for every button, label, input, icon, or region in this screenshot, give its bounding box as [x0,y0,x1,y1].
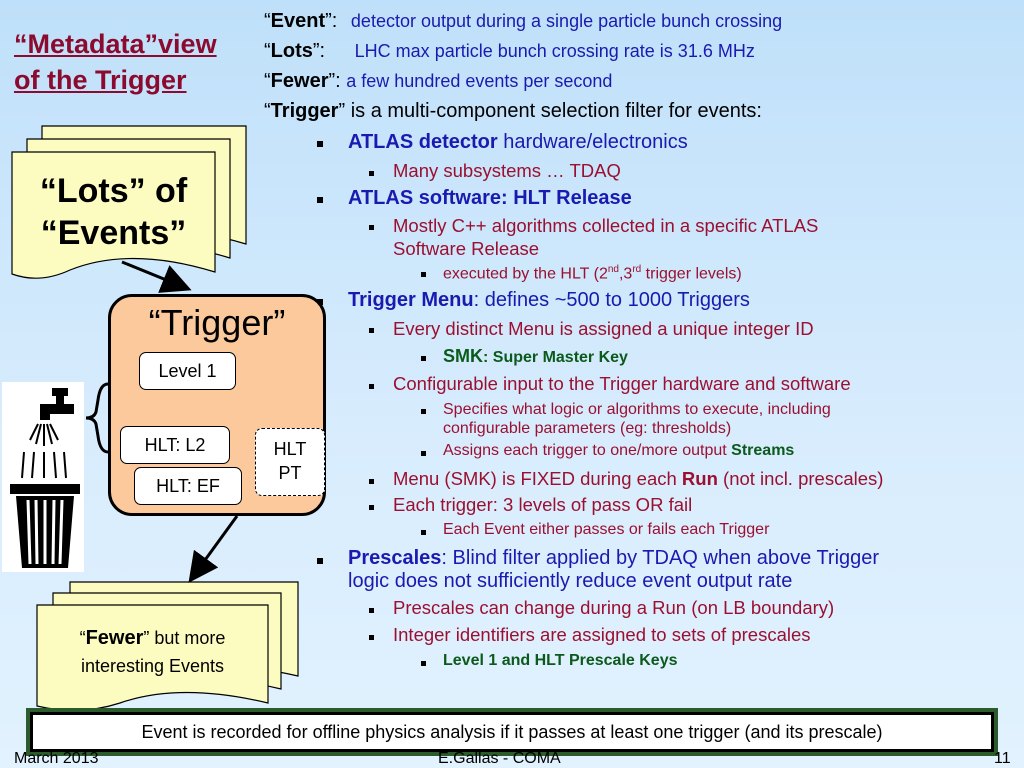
term-trigger: Trigger [270,100,339,122]
term-fewer: Fewer [270,70,329,92]
bullet-mostly-cpp: Mostly C++ algorithms collected in a spe… [393,215,819,259]
arrow-into-trigger [121,260,192,293]
bullet-square-icon [369,635,374,640]
bullet-square-icon [421,451,426,456]
title-line-1: “Metadata”view [14,29,217,59]
trash-bin-icon [10,451,80,568]
definition-lots-text: LHC max particle bunch crossing rate is … [354,41,755,61]
bullet-square-icon [369,608,374,613]
definition-event-text: detector output during a single particle… [350,11,783,31]
bullet-prescales-change: Prescales can change during a Run (on LB… [393,597,835,618]
arrow-out-of-trigger [188,515,239,583]
bullet-atlas-detector: ATLAS detector hardware/electronics [348,131,688,153]
trigger-label: “Trigger” [148,302,286,343]
bullet-square-icon [369,171,374,176]
definition-fewer: “Fewer”: a few hundred events per second [264,70,613,92]
bullet-square-icon [421,272,426,277]
definition-trigger: “Trigger” is a multi-component selection… [264,100,762,122]
bullet-trigger-menu: Trigger Menu: defines ~500 to 1000 Trigg… [348,289,750,311]
term-lots: Lots [270,40,313,62]
bullet-square-icon [369,328,374,333]
bullet-distinct-menu: Every distinct Menu is assigned a unique… [393,318,814,339]
footer-date: March 2013 [14,750,99,767]
definition-trigger-text: is a multi-component selection filter fo… [350,100,762,122]
bullet-smk: SMK: Super Master Key [443,346,628,366]
fewer-events-label: “Fewer” but more interesting Events [79,627,226,676]
hlt-pt-box: HLT PT [255,428,325,496]
bullet-each-event: Each Event either passes or fails each T… [443,521,770,538]
title-line-2: of the Trigger [14,65,187,95]
bullet-square-icon [317,197,323,203]
slide-title: “Metadata”view of the Trigger [14,26,254,98]
bullet-square-icon [317,558,323,564]
offline-recording-note: Event is recorded for offline physics an… [30,712,994,752]
footer-page-number: 11 [994,750,1011,767]
level1-box: Level 1 [139,352,236,390]
bullet-executed-by-hlt: executed by the HLT (2nd,3rd trigger lev… [443,264,742,283]
bullet-square-icon [317,141,323,147]
bullet-square-icon [369,384,374,389]
bullet-square-icon [369,505,374,510]
definition-event: “Event”: detector output during a single… [264,10,783,32]
bullet-square-icon [369,479,374,484]
bullet-configurable: Configurable input to the Trigger hardwa… [393,373,851,394]
bullet-square-icon [421,409,426,414]
definition-fewer-text: a few hundred events per second [346,71,613,91]
definition-lots: “Lots”: LHC max particle bunch crossing … [264,40,755,62]
lots-of-events-document-stack [11,125,247,279]
faucet-icon [29,388,74,446]
bullet-specifies: Specifies what logic or algorithms to ex… [443,401,831,437]
bullet-prescales: Prescales: Blind filter applied by TDAQ … [348,547,880,592]
bullet-square-icon [421,530,426,535]
bullet-integer-ids: Integer identifiers are assigned to sets… [393,624,811,645]
bracket-brace [85,382,109,454]
bullet-l1-hlt-prescale-keys: Level 1 and HLT Prescale Keys [443,652,678,669]
lots-of-events-label: “Lots” of “Events” [39,172,188,252]
footer-author: E.Gallas - COMA [438,750,561,767]
bullet-square-icon [421,661,426,666]
bullet-atlas-software: ATLAS software: HLT Release [348,187,632,209]
hlt-l2-box: HLT: L2 [120,426,230,464]
bullet-square-icon [369,225,374,230]
bullet-subsystems: Many subsystems … TDAQ [393,160,621,181]
fewer-events-document-stack [36,581,299,711]
hlt-ef-box: HLT: EF [134,467,242,505]
bullet-square-icon [421,356,426,361]
bullet-menu-fixed: Menu (SMK) is FIXED during each Run (not… [393,468,884,489]
bullet-assigns-streams: Assigns each trigger to one/more output … [443,442,795,459]
term-event: Event [270,10,326,32]
bullet-each-trigger: Each trigger: 3 levels of pass OR fail [393,494,693,515]
